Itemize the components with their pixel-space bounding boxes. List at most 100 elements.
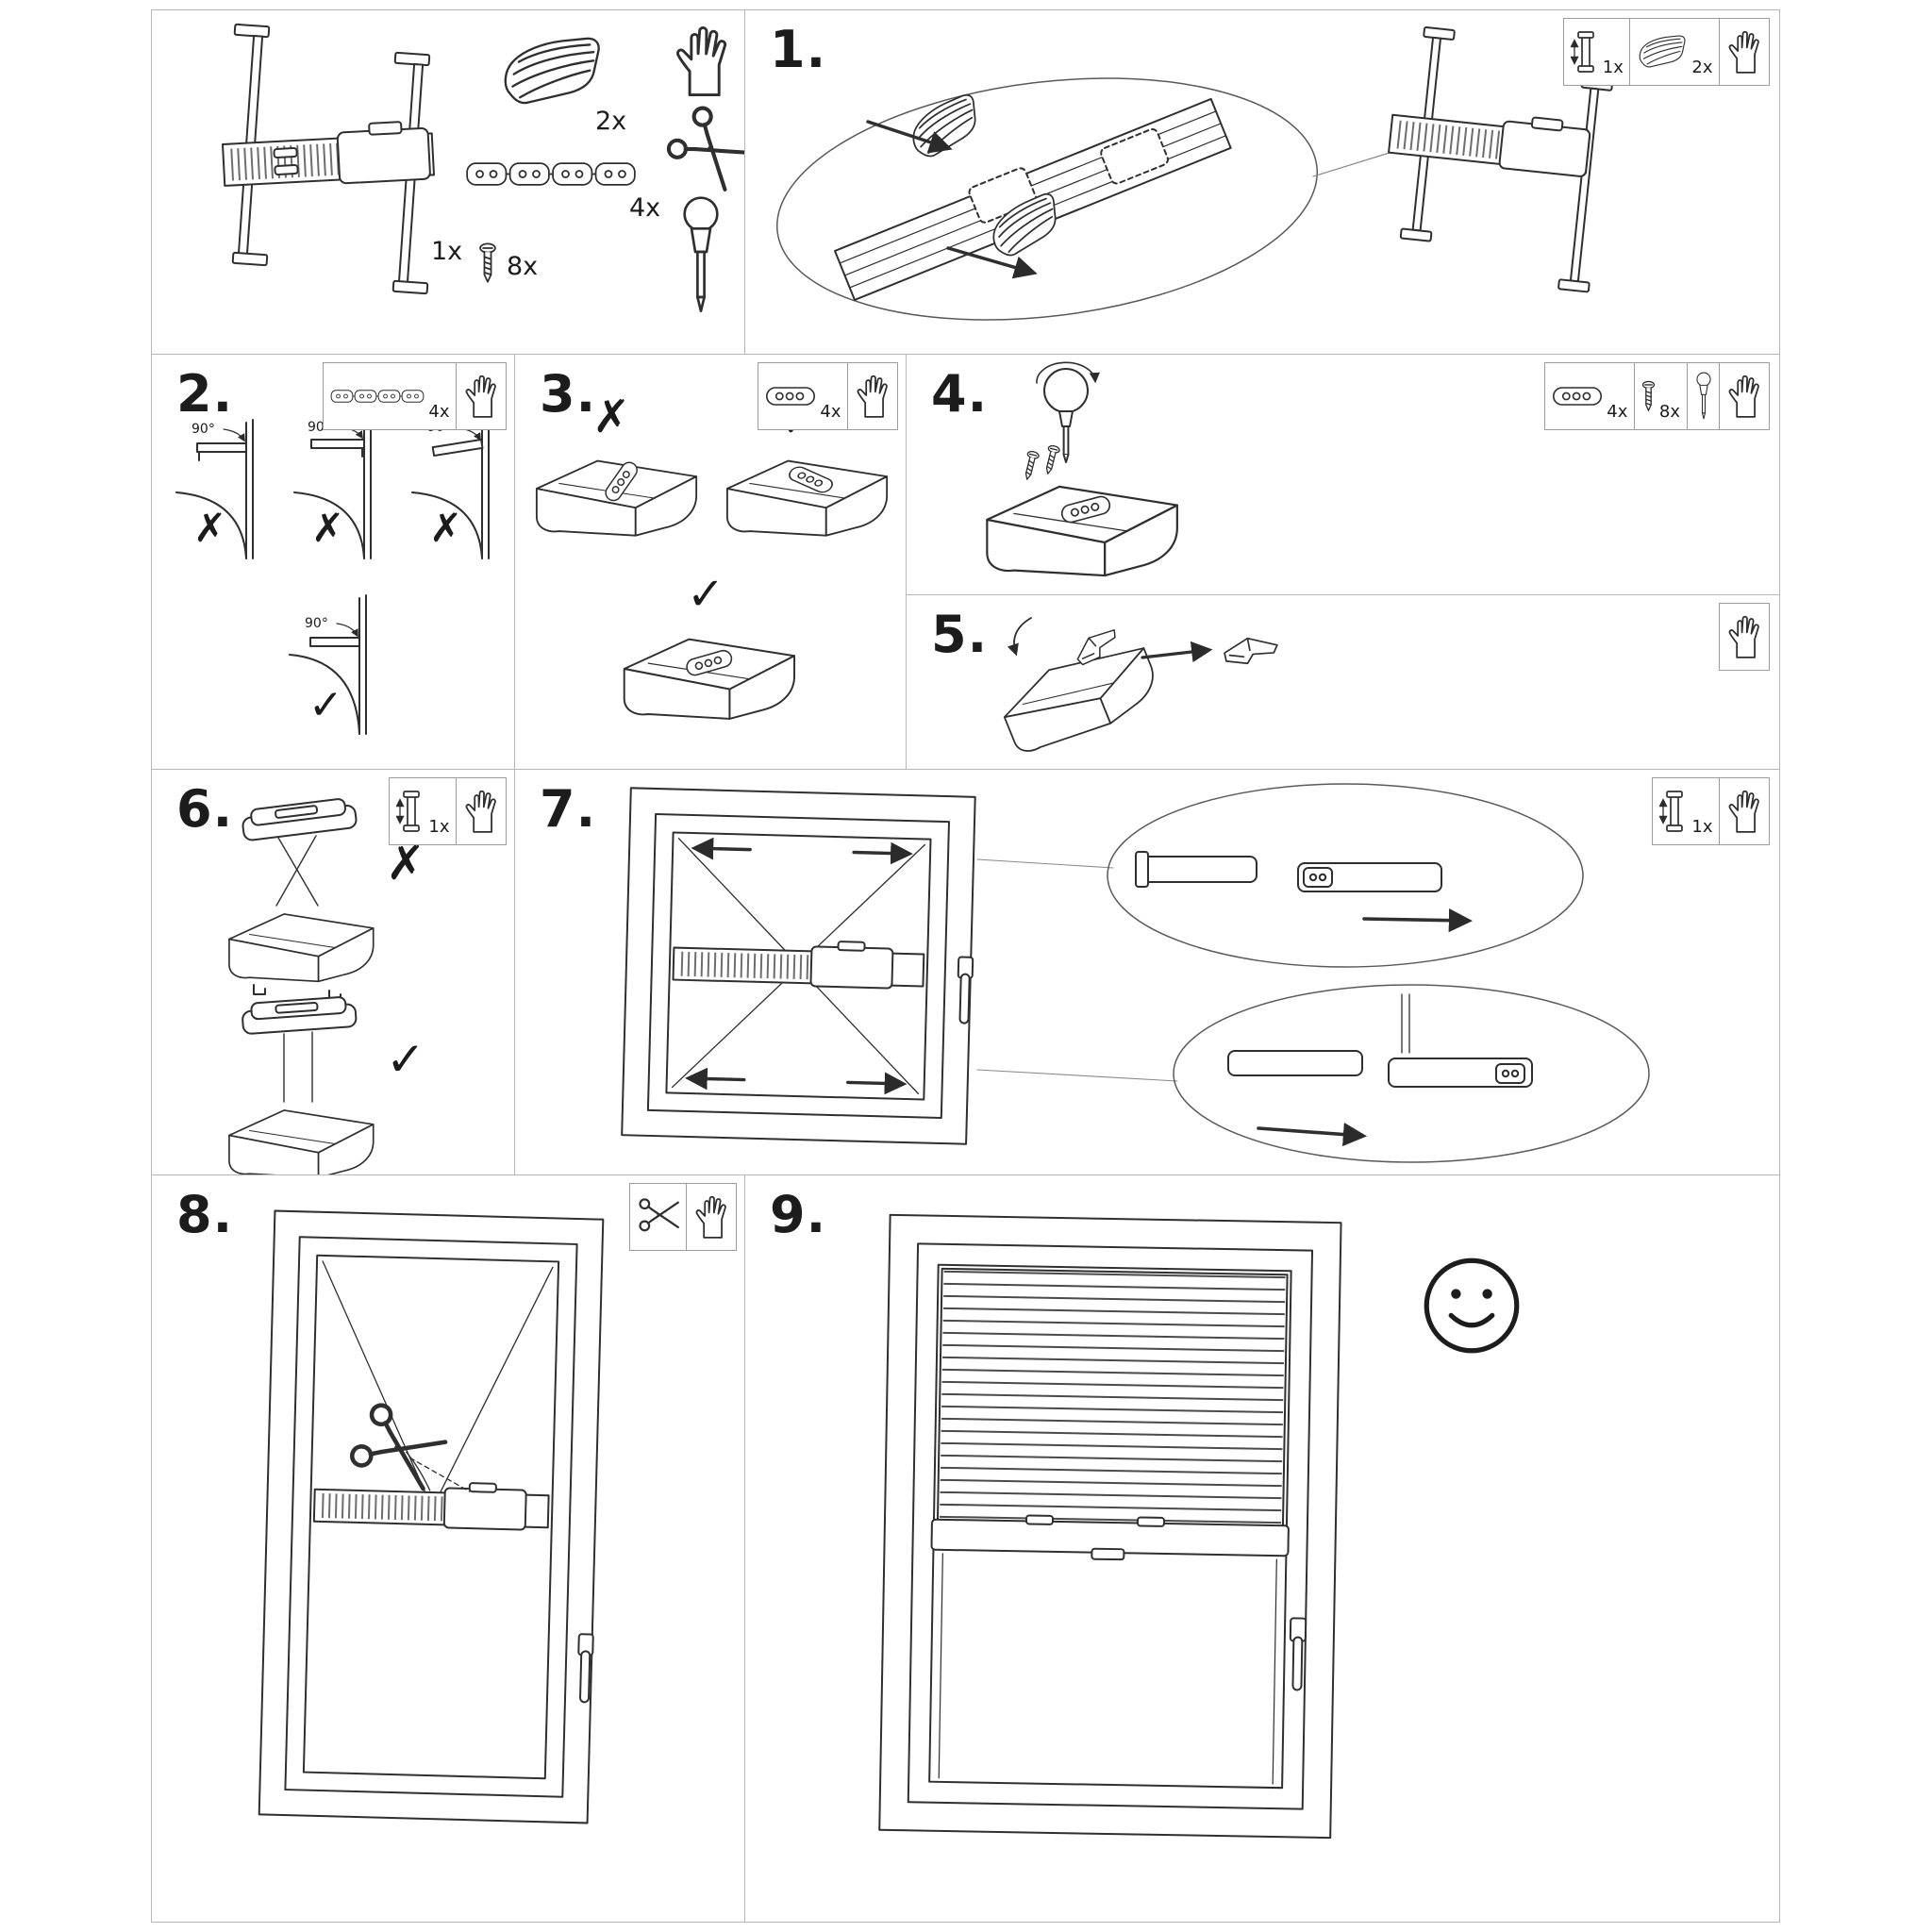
- step4-required-items: 4x 8x: [1544, 362, 1770, 430]
- detail-ellipse-bottom: [1173, 984, 1650, 1163]
- panel-step-2: 2. 4x 90° ✗: [151, 354, 517, 772]
- pivot-arrow: [1007, 617, 1032, 657]
- slide-arrow: [852, 841, 913, 865]
- blind-quantity: 1x: [431, 237, 463, 266]
- step-number: 7.: [540, 779, 597, 839]
- step8-required-items: [628, 1183, 737, 1251]
- step7-required-items: 1x: [1652, 777, 1770, 845]
- required-tool-hand: [1719, 777, 1770, 845]
- wrong-mounting-3: 90° ✗: [411, 419, 490, 559]
- step1-art: [775, 26, 1614, 321]
- hand-icon: [1726, 374, 1762, 419]
- remove-arrow: [1141, 641, 1213, 663]
- screw-drawing: [1041, 443, 1061, 476]
- check-mark: ✓: [687, 568, 724, 621]
- step7-art: [621, 783, 1650, 1163]
- step-number: 4.: [931, 364, 989, 424]
- pleated-fabric: [939, 1270, 1286, 1526]
- slide-arrow: [685, 1067, 746, 1091]
- step-number: 2.: [176, 364, 234, 424]
- insert-arrow: [946, 246, 1038, 279]
- quantity-label: 4x: [428, 402, 450, 422]
- step5-art: [993, 617, 1279, 760]
- angle-label: 90°: [305, 616, 328, 631]
- clip-icon: [1637, 34, 1688, 70]
- screw-drawing: [1021, 449, 1041, 482]
- panel-step-6: 6. 1x: [151, 769, 517, 1177]
- top-rail-detail: [1135, 851, 1474, 933]
- step1-required-items: 1x 2x: [1562, 18, 1770, 86]
- cassette-with-bracket: [986, 485, 1178, 577]
- window-with-blind: [621, 787, 976, 1145]
- hand-icon: [675, 25, 727, 97]
- quantity-label: 1x: [1602, 58, 1624, 77]
- quantity-label: 2x: [1691, 58, 1713, 77]
- check-mark: ✓: [308, 681, 343, 729]
- correct-bracket-orientation: ✓: [623, 568, 796, 720]
- clip-sliding-in: [904, 92, 987, 161]
- required-part-bracket-strip: 4x: [323, 362, 458, 430]
- required-tool-hand: [1719, 362, 1770, 430]
- cross-mark: ✗: [429, 505, 462, 551]
- bracket-icon: [765, 385, 816, 408]
- panel-parts-overview: 1x 2x 4x 8x: [151, 9, 747, 357]
- step-number: 6.: [176, 779, 234, 839]
- wrong-mounting-2: 90° ✗: [293, 419, 372, 559]
- correct-mounting: 90° ✓: [289, 594, 367, 735]
- hand-icon: [463, 374, 499, 419]
- side-rail-icon: [1659, 789, 1688, 834]
- cross-mark: ✗: [311, 505, 344, 551]
- clip-quantity: 2x: [595, 107, 627, 136]
- required-part-screw: 8x: [1633, 362, 1688, 430]
- remove-cover-drawing: [993, 617, 1279, 760]
- step-number: 8.: [176, 1185, 234, 1244]
- hand-icon: [1726, 789, 1762, 834]
- step5-required-items: [1719, 603, 1770, 671]
- bracket-strip-icon: [330, 388, 425, 405]
- blind-assembly-drawing: [1388, 26, 1614, 293]
- slide-arrow: [846, 1072, 908, 1095]
- smiley-icon: [1426, 1260, 1517, 1351]
- required-part-clip: 2x: [1629, 18, 1721, 86]
- tension-clip-part: [504, 37, 600, 105]
- check-mark: ✓: [386, 1032, 425, 1087]
- required-part-side-rail: 1x: [1652, 777, 1721, 845]
- quantity-label: 1x: [1691, 817, 1713, 837]
- wrong-bracket-orientation-1: ✗: [535, 391, 698, 537]
- wrong-mounting-1: 90° ✗: [175, 419, 254, 559]
- scissors-icon: [637, 1198, 680, 1236]
- screwdriver-drawing: [1021, 361, 1100, 482]
- step-number: 9.: [770, 1185, 827, 1244]
- window-cut-cord: [258, 1209, 605, 1824]
- required-tool-hand: [686, 1183, 737, 1251]
- step-number: 5.: [931, 605, 989, 664]
- required-tool-hand: [1719, 603, 1770, 671]
- panel-step-3: 3. 4x ✗ ✗: [514, 354, 908, 772]
- cross-mark: ✗: [193, 505, 226, 551]
- screwdriver-icon: [1694, 372, 1713, 421]
- bracket-strip-quantity: 4x: [629, 193, 661, 223]
- cover-piece-removed: [1223, 635, 1279, 668]
- hand-icon: [1726, 614, 1762, 659]
- quantity-label: 4x: [820, 402, 841, 422]
- quantity-label: 8x: [1658, 402, 1680, 422]
- insert-arrow: [866, 120, 953, 154]
- hand-icon: [693, 1194, 729, 1240]
- detail-ellipse-top: [1107, 783, 1584, 968]
- quantity-label: 1x: [428, 817, 450, 837]
- screw-quantity: 8x: [507, 252, 539, 281]
- slide-arrow: [691, 837, 752, 860]
- required-tool-hand: [1719, 18, 1770, 86]
- step2-required-items: 4x: [323, 362, 507, 430]
- rail-cross-section: [834, 97, 1232, 301]
- step8-art: [258, 1209, 605, 1824]
- angle-label: 90°: [192, 422, 215, 437]
- required-tool-screwdriver: [1686, 362, 1721, 430]
- panel-step-1: 1. 1x 2x: [744, 9, 1780, 357]
- step2-art: 90° ✗ 90° ✗ 90°: [175, 419, 490, 735]
- scissors-icon: [665, 105, 746, 194]
- panel-step-4: 4. 4x 8x: [906, 354, 1780, 597]
- bracket-strip-part: [466, 162, 636, 186]
- step-number: 3.: [540, 364, 597, 424]
- hand-icon: [463, 789, 499, 834]
